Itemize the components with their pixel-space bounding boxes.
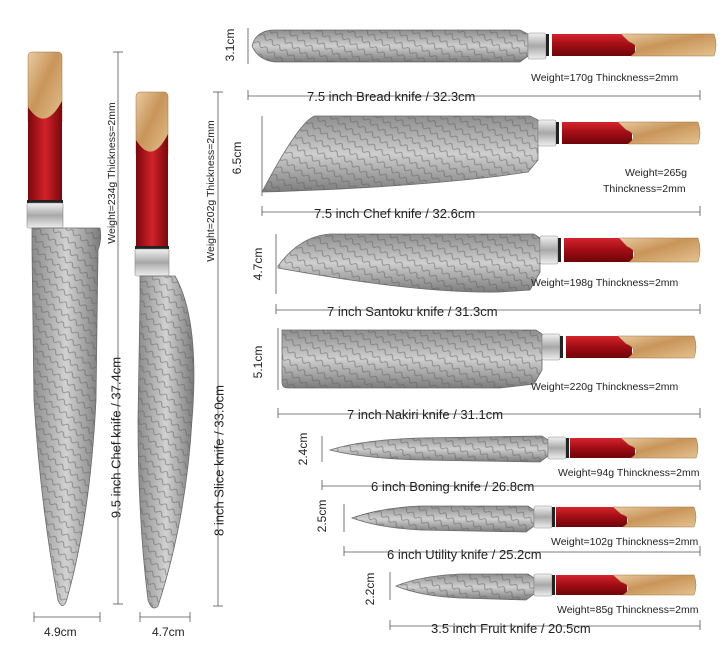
chef-knife-pattern	[32, 228, 101, 606]
chef-knife-name-label: 9.5 inch Chef knife / 37.4cm	[108, 356, 124, 519]
slice-knife-pattern	[138, 276, 194, 608]
cleaver-chef-resin	[562, 122, 632, 144]
dimension-lines	[33, 28, 701, 630]
nakiri-bolster	[541, 333, 561, 361]
chef-knife-width-label: 4.9cm	[44, 625, 77, 639]
fruit-bolster	[533, 573, 553, 597]
fruit-pattern	[396, 574, 534, 600]
cleaver-chef-thickness-label: Thinckness=2mm	[603, 183, 686, 195]
slice-knife-width-label: 4.7cm	[152, 625, 185, 639]
nakiri-wood	[617, 335, 697, 359]
slice-knife-spacer	[135, 246, 169, 249]
chef-knife-bolster	[26, 202, 64, 229]
utility-height-label: 2.5cm	[315, 499, 329, 533]
boning-icon	[328, 435, 699, 463]
fruit-icon	[394, 573, 697, 601]
slice-knife-resin	[136, 134, 168, 246]
knives-group	[26, 29, 717, 609]
utility-wood	[612, 506, 697, 528]
slice-knife-icon	[134, 91, 195, 609]
bread-knife-bolster	[527, 32, 547, 60]
nakiri-height-label: 5.1cm	[251, 345, 265, 379]
fruit-resin	[556, 575, 627, 595]
cleaver-chef-height-label: 6.5cm	[230, 141, 244, 175]
utility-name-label: 6 inch Utility knife / 25.2cm	[387, 547, 542, 562]
bread-knife-weight-label: Weight=170g Thinckness=2mm	[531, 72, 679, 84]
chef-knife-weight-label: Weight=234g Thickness=2mm	[106, 102, 118, 244]
fruit-wood	[612, 574, 697, 596]
boning-bolster	[547, 436, 567, 460]
cleaver-chef-pattern	[262, 116, 538, 192]
boning-height-label: 2.4cm	[296, 432, 310, 466]
chef-knife-icon	[26, 51, 102, 606]
santoku-name-label: 7 inch Santoku knife / 31.3cm	[327, 304, 498, 319]
utility-pattern	[352, 506, 534, 532]
nakiri-spacer	[560, 336, 563, 358]
boning-pattern	[330, 436, 548, 462]
fruit-weight-label: Weight=85g Thinckness=2mm	[557, 604, 699, 616]
cleaver-chef-wood	[617, 121, 701, 145]
boning-name-label: 6 inch Boning knife / 26.8cm	[371, 479, 535, 494]
boning-weight-label: Weight=94g Thinckness=2mm	[558, 467, 700, 479]
boning-wood	[620, 437, 699, 459]
utility-weight-label: Weight=102g Thinckness=2mm	[551, 536, 699, 548]
nakiri-weight-label: Weight=220g Thinckness=2mm	[531, 381, 679, 393]
cleaver-chef-name-label: 7.5 inch Chef knife / 32.6cm	[314, 206, 476, 221]
chef-knife-resin	[28, 101, 62, 200]
santoku-weight-label: Weight=198g Thinckness=2mm	[531, 277, 679, 289]
santoku-height-label: 4.7cm	[251, 247, 265, 281]
utility-resin	[556, 507, 627, 527]
nakiri-resin	[566, 336, 632, 358]
santoku-pattern	[278, 234, 540, 293]
cleaver-chef-spacer	[556, 122, 559, 144]
bread-knife-name-label: 7.5 inch Bread knife / 32.3cm	[307, 89, 476, 104]
utility-bolster	[533, 505, 553, 529]
cleaver-chef-icon	[261, 115, 701, 193]
nakiri-pattern	[282, 330, 542, 388]
chef-knife-spacer	[27, 200, 63, 203]
santoku-bolster	[539, 235, 559, 265]
nakiri-name-label: 7 inch Nakiri knife / 31.1cm	[347, 407, 504, 422]
bread-knife-icon	[251, 29, 717, 63]
slice-knife-weight-label: Weight=202g Thickness=2mm	[205, 120, 217, 262]
fruit-height-label: 2.2cm	[363, 572, 377, 606]
bread-knife-height-label: 3.1cm	[223, 28, 237, 62]
santoku-resin	[564, 238, 633, 262]
utility-spacer	[552, 507, 555, 527]
boning-resin	[570, 438, 635, 458]
boning-spacer	[566, 438, 569, 458]
cleaver-chef-bolster	[537, 119, 557, 147]
utility-icon	[350, 505, 697, 533]
fruit-name-label: 3.5 inch Fruit knife / 20.5cm	[431, 621, 591, 636]
bread-knife-spacer	[546, 34, 549, 56]
slice-knife-name-label: 8 inch Slice knife / 33.0cm	[211, 384, 227, 537]
cleaver-chef-weight-label: Weight=265g	[625, 167, 687, 179]
slice-knife-bolster	[134, 248, 170, 277]
santoku-icon	[277, 233, 701, 293]
santoku-spacer	[558, 238, 561, 262]
bread-knife-resin	[552, 34, 635, 56]
nakiri-icon	[281, 329, 697, 389]
bread-knife-pattern	[252, 30, 528, 62]
santoku-wood	[618, 237, 701, 263]
bread-knife-wood	[620, 33, 717, 57]
fruit-spacer	[552, 575, 555, 595]
